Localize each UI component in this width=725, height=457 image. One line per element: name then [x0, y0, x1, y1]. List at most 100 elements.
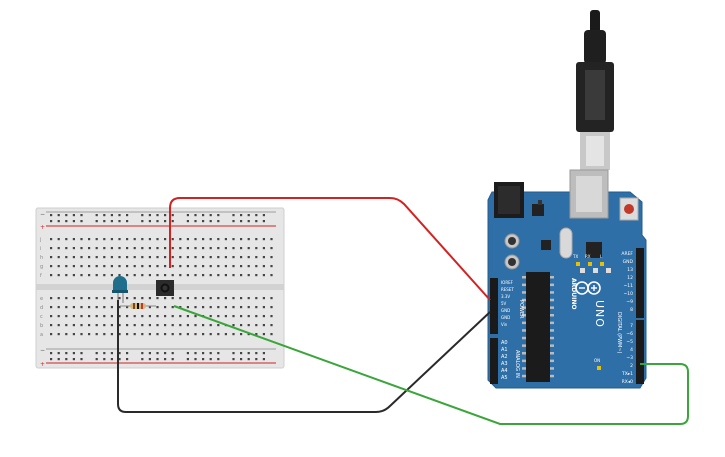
breadboard-hole[interactable]: [209, 333, 212, 336]
breadboard-hole[interactable]: [103, 265, 106, 268]
breadboard-hole[interactable]: [247, 265, 250, 268]
breadboard-hole[interactable]: [262, 214, 265, 217]
breadboard-hole[interactable]: [133, 297, 136, 300]
breadboard-hole[interactable]: [95, 247, 98, 250]
breadboard-hole[interactable]: [156, 315, 159, 318]
breadboard-hole[interactable]: [72, 306, 75, 309]
breadboard-hole[interactable]: [95, 306, 98, 309]
breadboard-hole[interactable]: [126, 220, 129, 223]
breadboard-hole[interactable]: [118, 238, 121, 241]
breadboard-hole[interactable]: [217, 358, 220, 361]
breadboard-hole[interactable]: [133, 256, 136, 259]
breadboard-hole[interactable]: [50, 315, 53, 318]
breadboard-hole[interactable]: [255, 306, 258, 309]
breadboard-hole[interactable]: [95, 256, 98, 259]
breadboard-hole[interactable]: [270, 274, 273, 277]
digital-header-bottom[interactable]: [636, 320, 644, 384]
breadboard-hole[interactable]: [171, 220, 174, 223]
breadboard-hole[interactable]: [202, 265, 205, 268]
breadboard-hole[interactable]: [80, 315, 83, 318]
breadboard-hole[interactable]: [72, 358, 75, 361]
breadboard-hole[interactable]: [194, 306, 197, 309]
breadboard-hole[interactable]: [141, 214, 144, 217]
breadboard-hole[interactable]: [247, 238, 250, 241]
breadboard-hole[interactable]: [209, 256, 212, 259]
breadboard-hole[interactable]: [103, 238, 106, 241]
breadboard-hole[interactable]: [186, 324, 189, 327]
breadboard-hole[interactable]: [126, 297, 129, 300]
breadboard-hole[interactable]: [126, 324, 129, 327]
breadboard-hole[interactable]: [95, 214, 98, 217]
breadboard-hole[interactable]: [95, 315, 98, 318]
breadboard-hole[interactable]: [224, 256, 227, 259]
breadboard-hole[interactable]: [72, 265, 75, 268]
breadboard-hole[interactable]: [57, 265, 60, 268]
breadboard-hole[interactable]: [95, 352, 98, 355]
breadboard-hole[interactable]: [209, 297, 212, 300]
breadboard-hole[interactable]: [232, 306, 235, 309]
breadboard-hole[interactable]: [50, 214, 53, 217]
breadboard-hole[interactable]: [110, 324, 113, 327]
breadboard-hole[interactable]: [164, 352, 167, 355]
breadboard-hole[interactable]: [156, 220, 159, 223]
breadboard-hole[interactable]: [110, 306, 113, 309]
breadboard-hole[interactable]: [164, 306, 167, 309]
breadboard-hole[interactable]: [255, 220, 258, 223]
breadboard-hole[interactable]: [50, 306, 53, 309]
breadboard-hole[interactable]: [148, 238, 151, 241]
breadboard-hole[interactable]: [247, 315, 250, 318]
breadboard-hole[interactable]: [103, 333, 106, 336]
breadboard-hole[interactable]: [247, 358, 250, 361]
breadboard-hole[interactable]: [262, 274, 265, 277]
breadboard-hole[interactable]: [103, 256, 106, 259]
breadboard-hole[interactable]: [262, 324, 265, 327]
breadboard-hole[interactable]: [110, 238, 113, 241]
breadboard-hole[interactable]: [179, 324, 182, 327]
black-wire[interactable]: [117, 300, 491, 413]
breadboard-hole[interactable]: [80, 333, 83, 336]
breadboard-hole[interactable]: [126, 315, 129, 318]
breadboard-hole[interactable]: [57, 352, 60, 355]
breadboard-hole[interactable]: [156, 297, 159, 300]
breadboard-hole[interactable]: [65, 220, 68, 223]
breadboard-hole[interactable]: [65, 358, 68, 361]
breadboard-hole[interactable]: [126, 238, 129, 241]
breadboard-hole[interactable]: [240, 220, 243, 223]
breadboard-hole[interactable]: [179, 256, 182, 259]
breadboard-hole[interactable]: [133, 274, 136, 277]
breadboard-hole[interactable]: [50, 333, 53, 336]
breadboard-hole[interactable]: [103, 247, 106, 250]
breadboard-hole[interactable]: [255, 352, 258, 355]
breadboard-hole[interactable]: [194, 333, 197, 336]
breadboard-hole[interactable]: [270, 306, 273, 309]
breadboard-hole[interactable]: [255, 238, 258, 241]
breadboard-hole[interactable]: [65, 333, 68, 336]
breadboard-hole[interactable]: [194, 324, 197, 327]
breadboard-hole[interactable]: [148, 297, 151, 300]
breadboard-hole[interactable]: [88, 238, 91, 241]
breadboard-hole[interactable]: [217, 315, 220, 318]
usb-cable[interactable]: [576, 10, 614, 170]
breadboard-hole[interactable]: [164, 324, 167, 327]
breadboard-hole[interactable]: [194, 220, 197, 223]
breadboard-hole[interactable]: [194, 256, 197, 259]
breadboard-hole[interactable]: [103, 324, 106, 327]
breadboard-hole[interactable]: [171, 315, 174, 318]
breadboard-hole[interactable]: [57, 247, 60, 250]
breadboard-hole[interactable]: [270, 265, 273, 268]
breadboard-hole[interactable]: [57, 256, 60, 259]
breadboard-hole[interactable]: [141, 324, 144, 327]
breadboard-hole[interactable]: [209, 352, 212, 355]
breadboard-hole[interactable]: [179, 265, 182, 268]
breadboard-hole[interactable]: [171, 274, 174, 277]
breadboard-hole[interactable]: [186, 297, 189, 300]
breadboard-hole[interactable]: [194, 238, 197, 241]
breadboard-hole[interactable]: [118, 315, 121, 318]
breadboard-hole[interactable]: [270, 315, 273, 318]
breadboard-hole[interactable]: [217, 265, 220, 268]
breadboard-hole[interactable]: [80, 265, 83, 268]
breadboard-hole[interactable]: [194, 247, 197, 250]
breadboard-hole[interactable]: [118, 247, 121, 250]
breadboard-hole[interactable]: [232, 256, 235, 259]
breadboard-hole[interactable]: [202, 256, 205, 259]
